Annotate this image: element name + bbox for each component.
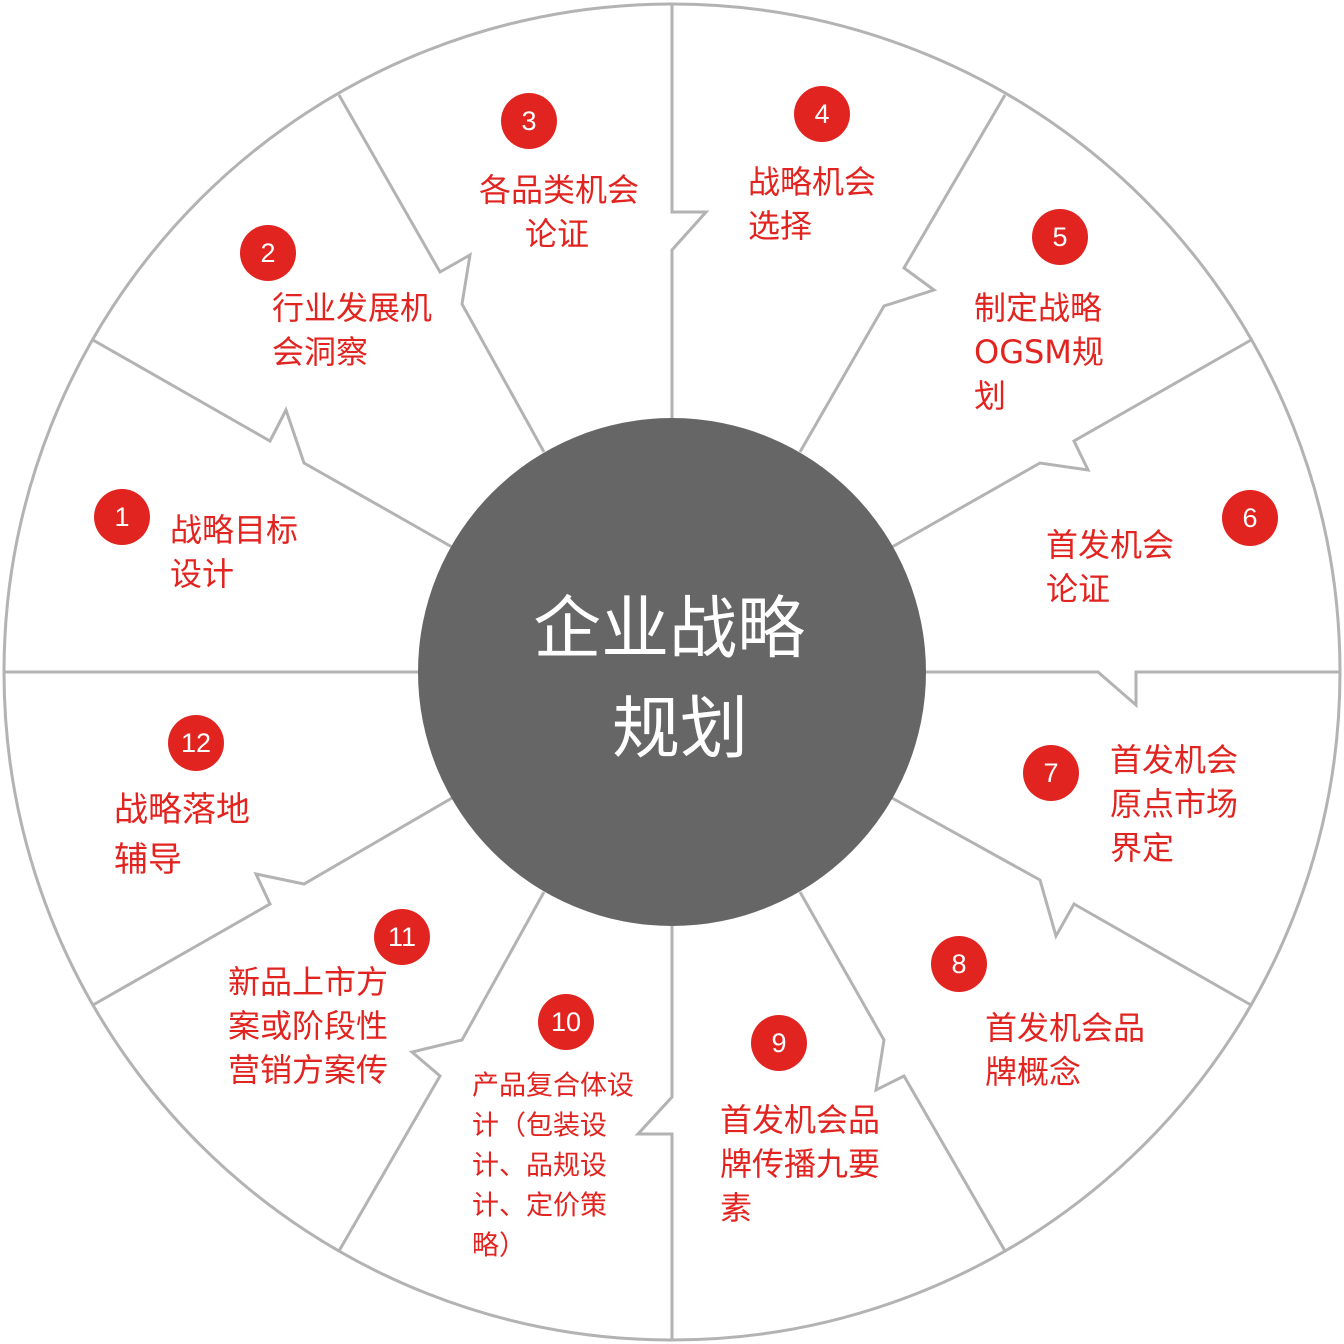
- step-badge-11: 11: [374, 909, 430, 965]
- step-label-10: 产品复合体设计（包装设计、品规设计、定价策略）: [472, 1071, 634, 1262]
- spoke-divider-90: [926, 670, 1339, 709]
- spoke-divider-60: [891, 338, 1252, 549]
- step-badge-5: 5: [1032, 209, 1088, 265]
- step-badge-circle-8: [931, 936, 987, 992]
- center-title-line-1: 企业战略: [533, 590, 805, 669]
- step-label-10-line-3: 计、品规设: [472, 1151, 607, 1182]
- step-label-6: 首发机会论证: [1046, 526, 1174, 608]
- step-label-10-line-4: 计、定价策: [472, 1191, 607, 1222]
- step-label-2: 行业发展机会洞察: [272, 289, 432, 371]
- step-label-11: 新品上市方案或阶段性营销方案传: [228, 963, 388, 1089]
- step-badge-circle-6: [1222, 490, 1278, 546]
- step-badge-4: 4: [794, 86, 850, 142]
- step-label-5-line-1: 制定战略: [974, 289, 1102, 327]
- step-badge-7: 7: [1023, 745, 1079, 801]
- step-badge-number-5: 5: [1052, 222, 1067, 252]
- step-badge-circle-9: [751, 1015, 807, 1071]
- step-label-6-line-1: 首发机会: [1046, 526, 1174, 564]
- step-badge-1: 1: [94, 489, 150, 545]
- step-label-8: 首发机会品牌概念: [985, 1009, 1145, 1091]
- step-badge-number-10: 10: [551, 1007, 581, 1037]
- step-badge-9: 9: [751, 1015, 807, 1071]
- step-badge-8: 8: [931, 936, 987, 992]
- step-badge-2: 2: [240, 225, 296, 281]
- step-badge-number-3: 3: [521, 106, 536, 136]
- step-label-7: 首发机会原点市场界定: [1110, 741, 1238, 867]
- step-badge-number-7: 7: [1043, 758, 1058, 788]
- step-badge-10: 10: [538, 994, 594, 1050]
- spoke-divider-180: [634, 926, 674, 1339]
- step-label-9-line-2: 牌传播九要: [720, 1145, 880, 1183]
- step-label-8-line-1: 首发机会品: [985, 1009, 1145, 1047]
- step-label-3-line-1: 各品类机会: [479, 171, 639, 209]
- step-label-10-line-2: 计（包装设: [472, 1111, 607, 1142]
- step-badge-circle-3: [501, 93, 557, 149]
- svg-text:企业战略 规划: 企业战略 规划: [533, 590, 827, 769]
- step-label-11-line-3: 营销方案传: [228, 1051, 388, 1089]
- spoke-divider-210: [337, 891, 546, 1252]
- step-badge-number-9: 9: [771, 1028, 786, 1058]
- step-badge-6: 6: [1222, 490, 1278, 546]
- step-label-12-line-2: 辅导: [114, 840, 182, 880]
- center-title-line-2: 规划: [612, 690, 748, 769]
- step-badge-number-6: 6: [1242, 503, 1257, 533]
- step-badge-circle-11: [374, 909, 430, 965]
- step-label-10-line-5: 略）: [472, 1231, 526, 1262]
- step-label-9-line-3: 素: [720, 1189, 752, 1227]
- step-label-2-line-2: 会洞察: [272, 333, 368, 371]
- center-hub: [418, 418, 926, 926]
- step-label-12-line-1: 战略落地: [114, 790, 250, 830]
- step-badge-circle-7: [1023, 745, 1079, 801]
- spoke-divider-120: [891, 796, 1252, 1007]
- step-label-3: 各品类机会论证: [479, 171, 639, 253]
- step-badge-circle-12: [168, 715, 224, 771]
- step-badge-circle-5: [1032, 209, 1088, 265]
- spoke-divider-30: [798, 94, 1007, 453]
- step-label-8-line-2: 牌概念: [985, 1053, 1081, 1091]
- spoke-divider-330: [337, 94, 546, 453]
- step-badge-circle-1: [94, 489, 150, 545]
- step-badge-circle-10: [538, 994, 594, 1050]
- spoke-divider-300: [92, 338, 453, 549]
- step-label-7-line-2: 原点市场: [1110, 785, 1238, 823]
- step-label-4: 战略机会选择: [748, 163, 876, 245]
- step-badge-number-1: 1: [114, 502, 129, 532]
- step-label-5-line-2: OGSM规: [974, 333, 1104, 371]
- step-badge-circle-4: [794, 86, 850, 142]
- step-label-12: 战略落地辅导: [114, 790, 250, 880]
- spoke-divider-240: [92, 796, 453, 1007]
- step-label-11-line-1: 新品上市方: [228, 963, 388, 1001]
- step-label-9-line-1: 首发机会品: [720, 1101, 880, 1139]
- step-badge-12: 12: [168, 715, 224, 771]
- step-label-5: 制定战略 OGSM规划: [974, 289, 1104, 415]
- step-label-10-line-1: 产品复合体设: [472, 1071, 634, 1102]
- step-badge-number-4: 4: [814, 99, 829, 129]
- step-badge-3: 3: [501, 93, 557, 149]
- step-badge-number-11: 11: [388, 922, 416, 952]
- spoke-divider-150: [798, 891, 1007, 1252]
- step-label-4-line-2: 选择: [748, 207, 812, 245]
- step-badge-circle-2: [240, 225, 296, 281]
- spoke-divider-0: [670, 5, 710, 418]
- step-label-1: 战略目标设计: [170, 511, 298, 593]
- step-label-7-line-1: 首发机会: [1110, 741, 1238, 779]
- step-label-7-line-3: 界定: [1110, 829, 1174, 867]
- step-label-1-line-2: 设计: [170, 555, 234, 593]
- step-label-9: 首发机会品牌传播九要素: [720, 1101, 880, 1227]
- step-label-6-line-2: 论证: [1046, 570, 1110, 608]
- step-badge-number-8: 8: [951, 949, 966, 979]
- step-badge-number-12: 12: [181, 728, 211, 758]
- step-label-4-line-1: 战略机会: [748, 163, 876, 201]
- step-label-1-line-1: 战略目标: [170, 511, 298, 549]
- step-badge-number-2: 2: [260, 238, 275, 268]
- step-label-5-line-3: 划: [974, 377, 1006, 415]
- step-label-3-line-2: 论证: [525, 215, 589, 253]
- step-label-11-line-2: 案或阶段性: [228, 1007, 388, 1045]
- step-label-2-line-1: 行业发展机: [272, 289, 432, 327]
